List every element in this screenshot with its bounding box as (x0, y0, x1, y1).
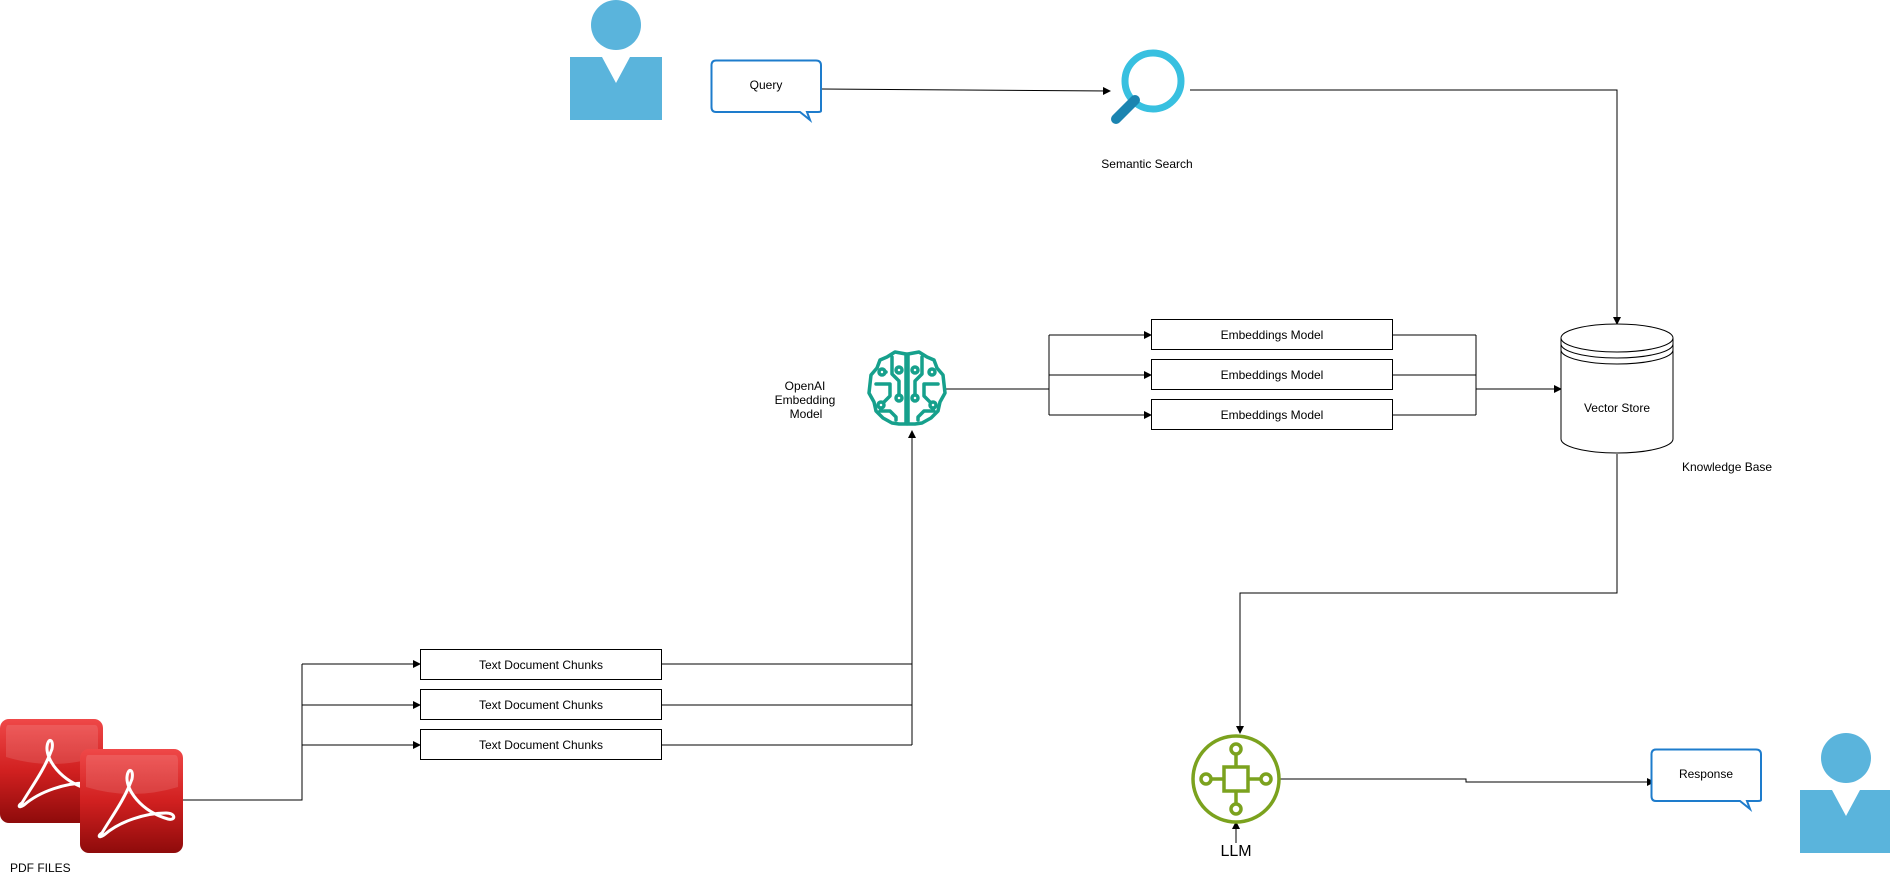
speech-bubble-icon (1650, 748, 1762, 812)
llm-label: LLM (1220, 843, 1252, 860)
embeddings-model-box-3: Embeddings Model (1151, 399, 1393, 430)
edge-llm-response (1279, 778, 1655, 786)
knowledge-base-label: Knowledge Base (1682, 460, 1773, 474)
query-bubble: Query (710, 59, 824, 123)
text-chunk-label: Text Document Chunks (478, 737, 604, 752)
user-icon (1800, 733, 1890, 853)
response-label: Response (1678, 767, 1734, 781)
embeddings-model-label: Embeddings Model (1220, 367, 1324, 382)
magnifier-icon (1111, 49, 1185, 124)
text-chunk-box-2: Text Document Chunks (420, 689, 662, 720)
brain-circuit-icon (867, 350, 947, 426)
pdf-icon (0, 719, 103, 823)
embeddings-model-box-1: Embeddings Model (1151, 319, 1393, 350)
text-chunk-label: Text Document Chunks (478, 657, 604, 672)
edge-search-vectorstore (1190, 89, 1621, 325)
openai-label-line1: OpenAI (784, 379, 826, 393)
text-chunk-box-1: Text Document Chunks (420, 649, 662, 680)
edge-query-search (821, 86, 1111, 95)
pdf-icon (80, 749, 183, 853)
vector-store-label: Vector Store (1583, 401, 1651, 415)
query-label: Query (749, 78, 783, 92)
user-icon (570, 0, 662, 120)
openai-label-line2: Embedding (774, 393, 836, 407)
openai-label-line3: Model (789, 407, 823, 421)
embeddings-model-label: Embeddings Model (1220, 327, 1324, 342)
embeddings-model-label: Embeddings Model (1220, 407, 1324, 422)
embeddings-model-box-2: Embeddings Model (1151, 359, 1393, 390)
response-bubble: Response (1650, 748, 1764, 812)
edge-pdf-split (182, 664, 303, 801)
text-chunk-box-3: Text Document Chunks (420, 729, 662, 760)
database-icon (1560, 323, 1674, 454)
text-chunk-label: Text Document Chunks (478, 697, 604, 712)
edge-vectorstore-llm (1236, 454, 1618, 734)
llm-circuit-icon (1191, 734, 1281, 824)
speech-bubble-icon (710, 59, 822, 123)
pdf-files-label: PDF FILES (10, 861, 71, 875)
semantic-search-label: Semantic Search (1101, 157, 1193, 171)
